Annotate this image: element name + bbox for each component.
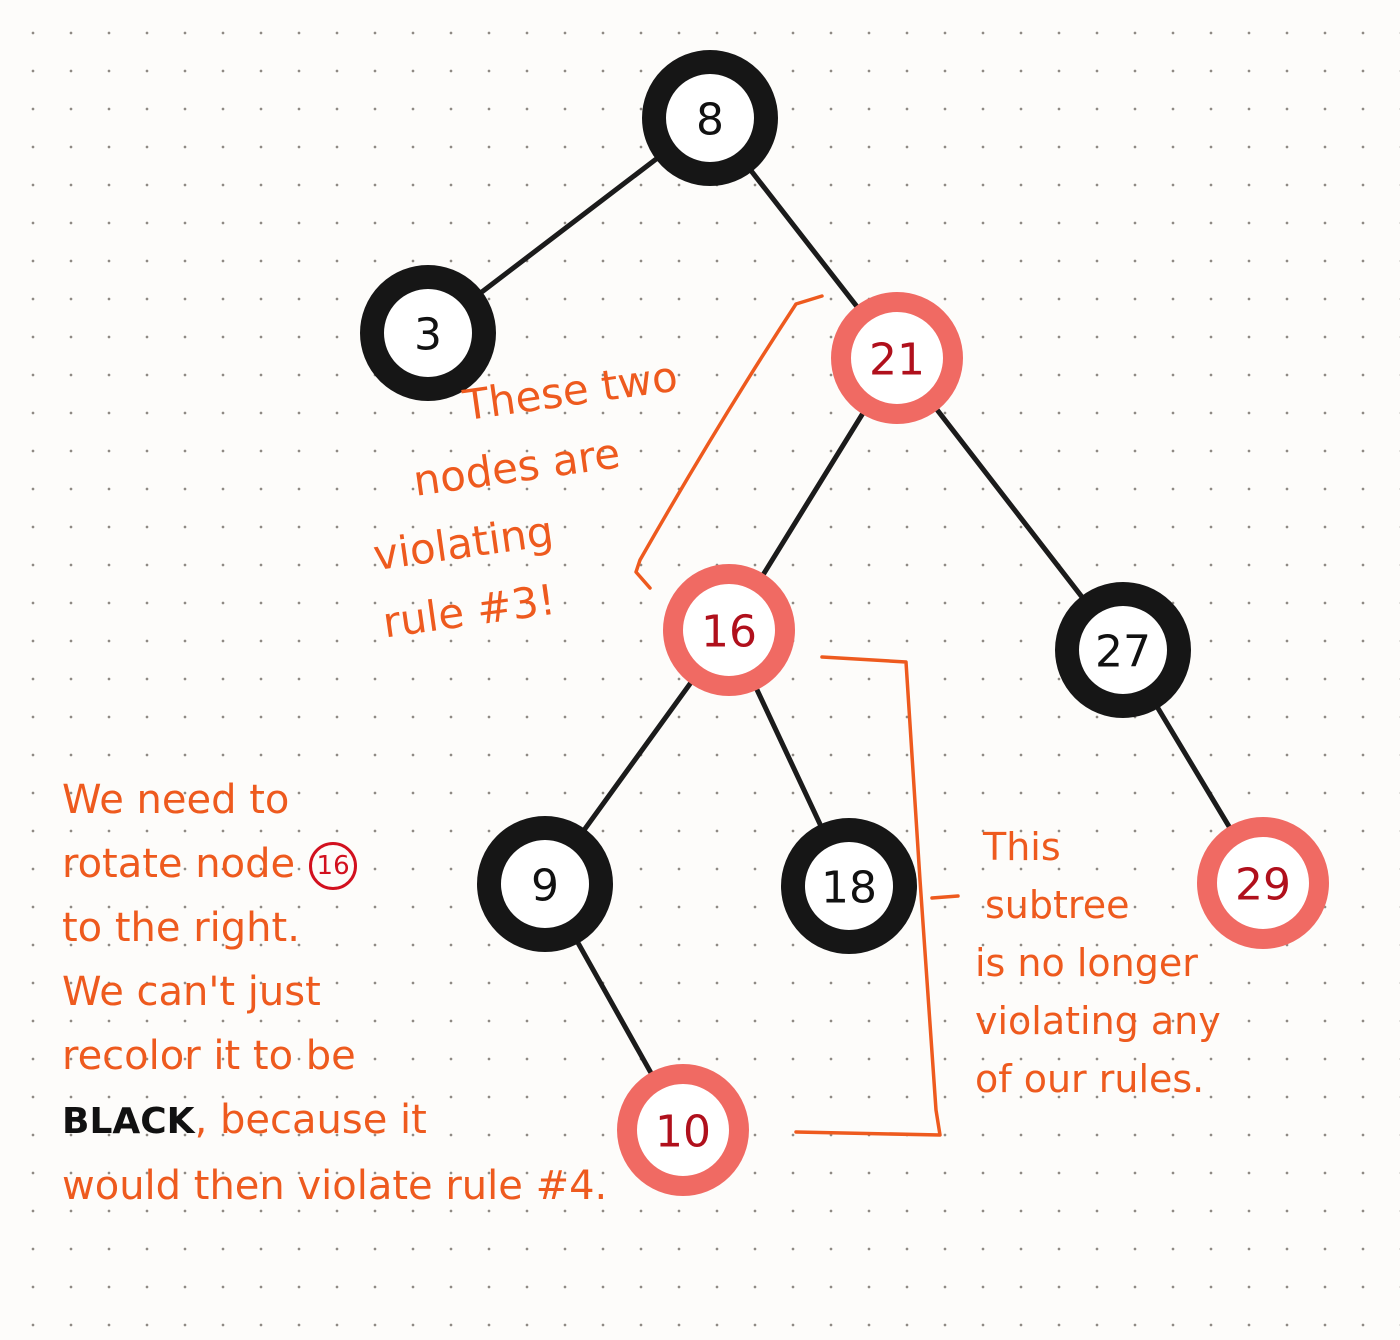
violation-note: These two nodes are violating rule #3! (350, 343, 710, 658)
tree-node-18: 18 (781, 818, 917, 954)
rotation-note-line: rotate node 16 (62, 832, 607, 896)
subtree-bracket (794, 655, 942, 1137)
tree-node-10: 10 (617, 1064, 749, 1196)
tree-edge (754, 687, 824, 829)
rotation-note: We need to rotate node 16 to the right. W… (62, 768, 607, 1218)
node-label: 29 (1235, 860, 1291, 911)
tree-edge (748, 167, 859, 309)
tree-node-9: 9 (477, 816, 613, 952)
rotation-note-line: to the right. (62, 905, 300, 951)
tree-edge (574, 939, 654, 1075)
node-ring (1197, 817, 1329, 949)
rotation-note-line: We can't just (62, 969, 321, 1015)
tree-node-16: 16 (663, 564, 795, 696)
tree-node-29: 29 (1197, 817, 1329, 949)
node-ring (1055, 582, 1191, 718)
node-ring (663, 564, 795, 696)
node-ring (617, 1064, 749, 1196)
node-label: 9 (531, 861, 559, 912)
rotation-note-text: rotate node (62, 841, 296, 887)
subtree-note-line: is no longer (975, 941, 1198, 985)
rotation-note-line: recolor it to be (62, 1033, 356, 1079)
subtree-note-line: This (983, 825, 1061, 869)
node-ring (642, 50, 778, 186)
rotation-note-line: We need to (62, 777, 290, 823)
subtree-note: This subtree is no longer violating any … (975, 818, 1221, 1108)
subtree-note-line: subtree (985, 883, 1130, 927)
subtree-bracket-tick (930, 894, 960, 900)
rotation-note-line: BLACK, because it (62, 1088, 607, 1154)
tree-node-27: 27 (1055, 582, 1191, 718)
tree-node-21: 21 (831, 292, 963, 424)
node-label: 10 (655, 1107, 711, 1158)
tree-edge (761, 411, 865, 577)
violation-bracket (634, 294, 824, 590)
node-label: 18 (821, 863, 877, 914)
tree-node-3: 3 (360, 265, 496, 401)
node-label: 16 (701, 607, 757, 658)
tree-edge (581, 680, 693, 834)
tree-edge (477, 155, 661, 296)
rotation-note-text: , because it (194, 1097, 427, 1143)
tree-node-8: 8 (642, 50, 778, 186)
node-label: 27 (1095, 627, 1151, 678)
tree-edge (1154, 704, 1232, 829)
inline-node-badge: 16 (309, 842, 358, 890)
tree-nodes: 8 3 21 16 27 9 18 29 10 (360, 50, 1329, 1196)
node-label: 21 (869, 335, 925, 386)
tree-edges (477, 155, 1232, 1075)
subtree-note-line: of our rules. (975, 1057, 1205, 1101)
node-ring (831, 292, 963, 424)
node-label: 8 (696, 95, 724, 146)
node-ring (360, 265, 496, 401)
node-ring (781, 818, 917, 954)
node-ring (477, 816, 613, 952)
subtree-note-line: violating any (975, 999, 1221, 1043)
node-label: 3 (414, 310, 442, 361)
rotation-note-line: would then violate rule #4. (62, 1163, 608, 1209)
tree-edge (934, 407, 1086, 601)
black-word: BLACK (62, 1101, 195, 1142)
